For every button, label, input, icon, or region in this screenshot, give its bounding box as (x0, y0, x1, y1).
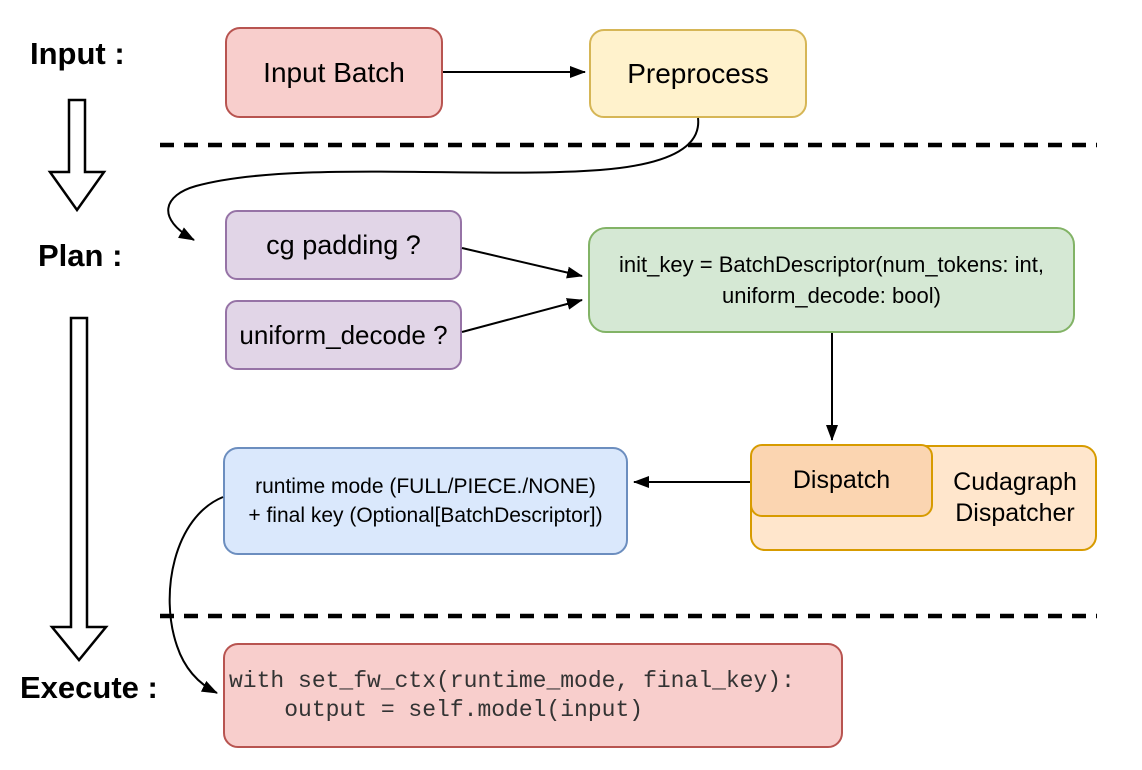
node-cg-padding: cg padding ? (225, 210, 462, 280)
node-runtime-line2: + final key (Optional[BatchDescriptor]) (248, 504, 603, 527)
node-uniform-decode-label: uniform_decode ? (239, 319, 448, 350)
execute-code-line2: output = self.model(input) (229, 696, 644, 723)
stage-label-execute: Execute : (20, 670, 158, 705)
node-preprocess: Preprocess (589, 29, 807, 118)
arrow-cgpadding-to-initkey (461, 247, 583, 279)
node-input-batch: Input Batch (225, 27, 443, 118)
execute-code-line1: with set_fw_ctx(runtime_mode, final_key)… (229, 667, 795, 694)
cudagraph-dispatcher-line1: Cudagraph (953, 468, 1077, 496)
plan-to-execute-arrow-icon (49, 316, 109, 662)
cudagraph-dispatcher-line2: Dispatcher (955, 499, 1075, 527)
node-dispatch: Dispatch (750, 444, 933, 517)
cudagraph-dispatcher-label: Cudagraph Dispatcher (935, 447, 1095, 549)
node-runtime-line1: runtime mode (FULL/PIECE./NONE) (255, 475, 596, 498)
node-init-key-line1: init_key = BatchDescriptor(num_tokens: i… (619, 252, 1044, 277)
arrow-uniformdecode-to-initkey (461, 298, 583, 333)
node-init-key-line2: uniform_decode: bool) (722, 283, 941, 308)
node-preprocess-label: Preprocess (627, 57, 769, 89)
node-input-batch-label: Input Batch (263, 56, 405, 88)
node-runtime-mode: runtime mode (FULL/PIECE./NONE) + final … (223, 447, 628, 555)
stage-label-plan: Plan : (38, 238, 123, 273)
node-cg-padding-label: cg padding ? (266, 229, 421, 260)
node-init-key: init_key = BatchDescriptor(num_tokens: i… (588, 227, 1075, 333)
input-to-plan-arrow-icon (47, 98, 107, 213)
node-execute-code: with set_fw_ctx(runtime_mode, final_key)… (223, 643, 843, 748)
node-dispatch-label: Dispatch (792, 466, 891, 494)
stage-label-input: Input : (30, 36, 125, 71)
node-uniform-decode: uniform_decode ? (225, 300, 462, 370)
arrow-runtime-to-code (168, 496, 224, 694)
